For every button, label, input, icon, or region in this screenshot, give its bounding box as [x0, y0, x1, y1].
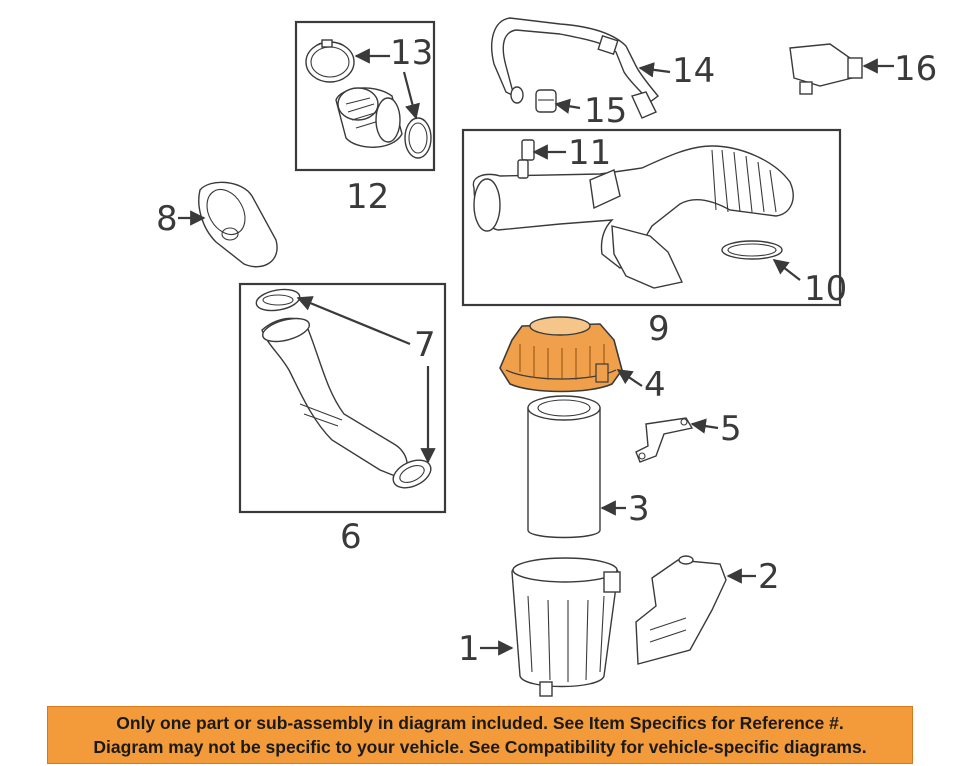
- parts-diagram: 1 2 3 4 5 6 7 8 9 10 11 12 13 14 15 16: [156, 17, 937, 697]
- part-14-hose: [491, 17, 660, 119]
- callout-12: 12: [346, 177, 389, 217]
- group-box-6: [238, 282, 447, 514]
- callout-8: 8: [156, 199, 178, 239]
- callout-4: 4: [644, 365, 666, 405]
- part-7-clamp-lower: [392, 459, 432, 489]
- part-13-clamp: [305, 39, 355, 83]
- callout-9: 9: [648, 309, 670, 349]
- callout-15: 15: [584, 91, 627, 131]
- part-5-bracket: [635, 417, 694, 463]
- part-6-tube: [261, 317, 408, 479]
- part-11-sensor: [517, 139, 535, 179]
- callout-5: 5: [720, 409, 742, 449]
- part-3-filter: [527, 395, 601, 539]
- part-2-bracket: [635, 555, 727, 665]
- callout-13: 13: [390, 33, 433, 73]
- callout-16: 16: [894, 49, 937, 89]
- part-7-clamp-upper: [255, 288, 301, 312]
- callout-7: 7: [414, 325, 436, 365]
- part-8-adapter: [198, 181, 278, 268]
- callout-6: 6: [340, 517, 362, 557]
- part-10-clamp: [721, 240, 783, 260]
- leader-lines: [178, 48, 894, 656]
- notice-line-2: Diagram may not be specific to your vehi…: [93, 737, 867, 757]
- group-box-9: [461, 128, 842, 307]
- callout-2: 2: [758, 557, 780, 597]
- part-4-cover-highlighted: [499, 316, 623, 393]
- part-16-sensor: [789, 43, 863, 95]
- callout-10: 10: [804, 269, 847, 309]
- part-15-grommet: [535, 89, 557, 113]
- notice-line-1: Only one part or sub-assembly in diagram…: [116, 713, 844, 733]
- callout-1: 1: [458, 629, 480, 669]
- notice-banner: Only one part or sub-assembly in diagram…: [47, 706, 913, 764]
- callout-14: 14: [672, 51, 715, 91]
- part-9-intake-duct: [472, 145, 794, 289]
- callout-3: 3: [628, 489, 650, 529]
- part-12-sensor-housing: [335, 87, 432, 159]
- callout-11: 11: [568, 133, 611, 173]
- group-box-12: [294, 20, 436, 172]
- part-1-housing: [511, 557, 621, 697]
